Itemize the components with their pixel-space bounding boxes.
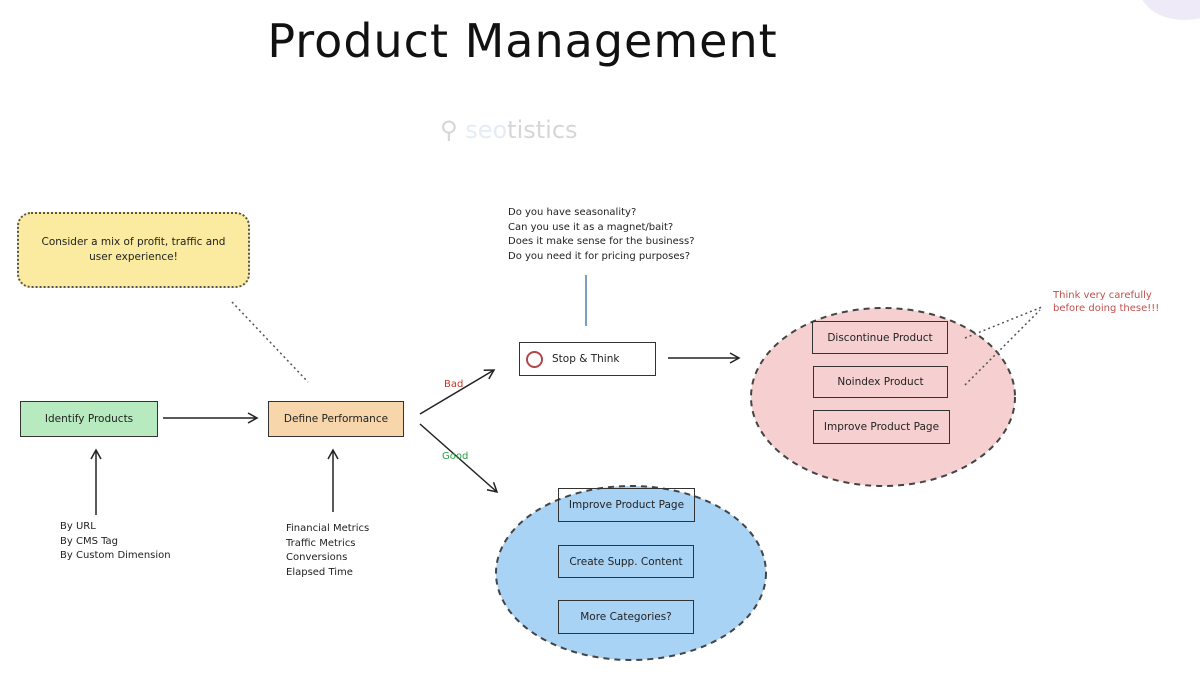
label-bad: Bad [444, 379, 464, 390]
good-action-supp-content[interactable]: Create Supp. Content [558, 545, 694, 578]
note-box: Consider a mix of profit, traffic and us… [17, 212, 250, 288]
questions-text: Do you have seasonality? Can you use it … [508, 207, 695, 262]
warning-note: Think very carefully before doing these!… [1053, 290, 1160, 314]
node-stop-think[interactable]: Stop & Think [519, 342, 656, 376]
good-action-more-categories[interactable]: More Categories? [558, 600, 694, 634]
good-actions-ellipse [495, 485, 767, 661]
good-action-improve-page[interactable]: Improve Product Page [558, 488, 695, 522]
bad-action-improve-page[interactable]: Improve Product Page [813, 410, 950, 444]
node-define-performance[interactable]: Define Performance [268, 401, 404, 437]
warning-connector-1 [964, 306, 1043, 339]
stop-circle-icon [526, 350, 543, 368]
arrow-bad [419, 369, 496, 415]
note-connector [231, 301, 309, 383]
node-identify-products[interactable]: Identify Products [20, 401, 158, 437]
magnifier-icon: ⚲ [440, 116, 458, 144]
label-good: Good [442, 451, 469, 462]
identify-inputs: By URL By CMS Tag By Custom Dimension [60, 521, 171, 561]
diagram-title: Product Management [267, 14, 778, 68]
watermark-prefix: seo [465, 116, 508, 144]
define-inputs: Financial Metrics Traffic Metrics Conver… [286, 523, 370, 578]
arrow-good [419, 423, 499, 494]
watermark-suffix: tistics [507, 116, 578, 144]
bad-action-discontinue[interactable]: Discontinue Product [812, 321, 948, 354]
stop-think-label: Stop & Think [552, 353, 620, 365]
watermark-logo: ⚲ seotistics [440, 116, 578, 144]
bad-action-noindex[interactable]: Noindex Product [813, 366, 948, 398]
